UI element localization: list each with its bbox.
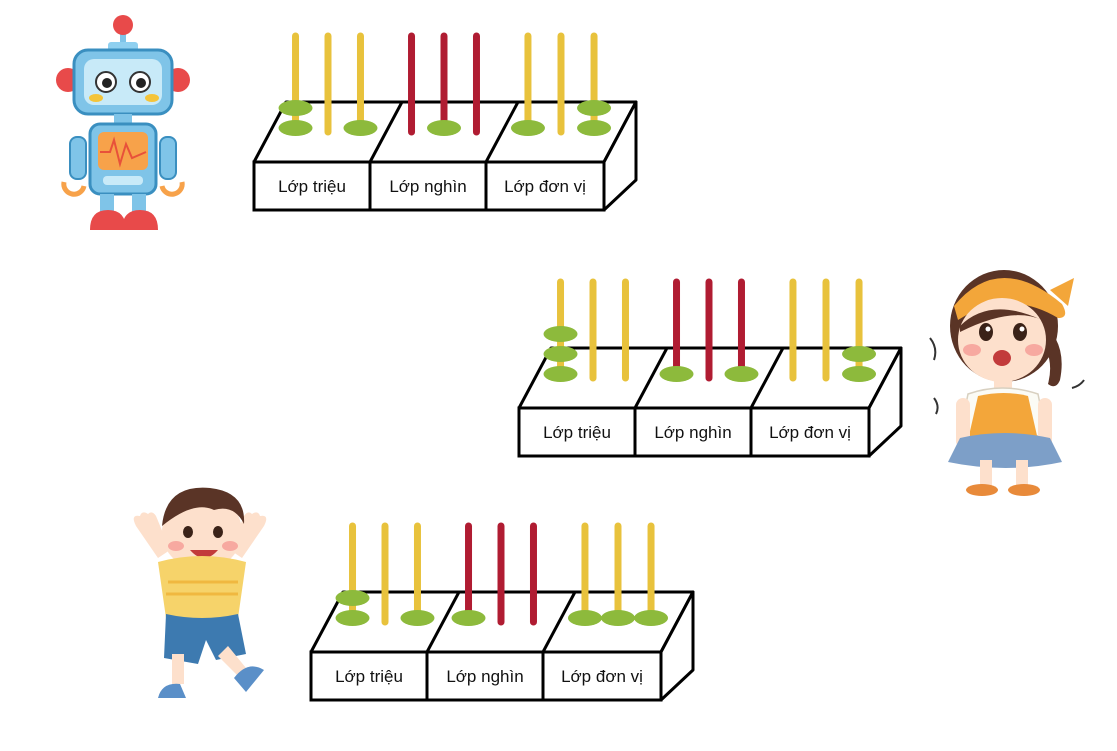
abacus-bead [842, 366, 877, 382]
abacus-boy: Lớp triệu Lớp nghìn Lớp đơn vị [303, 520, 703, 715]
abacus-bead [543, 366, 578, 382]
abacus-girl-drawing: Lớp triệu Lớp nghìn Lớp đơn vị [517, 278, 903, 458]
abacus-label: Lớp đơn vị [769, 423, 851, 442]
abacus-bead [335, 610, 370, 626]
abacus-bead [278, 120, 313, 136]
abacus-bead [634, 610, 669, 626]
abacus-top-divider [484, 101, 520, 163]
abacus-bead [659, 366, 694, 382]
girl-illustration [929, 270, 1085, 496]
abacus-label: Lớp nghìn [654, 423, 731, 442]
abacus-bead [343, 120, 378, 136]
abacus-bead [577, 120, 612, 136]
abacus-robot: Lớp triệu Lớp nghìn Lớp đơn vị [246, 30, 646, 225]
abacus-bead [724, 366, 759, 382]
abacus-bead [543, 346, 578, 362]
abacus-bead [451, 610, 486, 626]
abacus-bead [567, 610, 602, 626]
abacus-girl: Lớp triệu Lớp nghìn Lớp đơn vị [511, 276, 911, 471]
abacus-top-divider [749, 347, 785, 409]
abacus-bead [601, 610, 635, 626]
abacus-label: Lớp đơn vị [504, 177, 586, 196]
boy-illustration [133, 487, 267, 698]
abacus-boy-drawing: Lớp triệu Lớp nghìn Lớp đơn vị [309, 522, 695, 702]
abacus-label: Lớp nghìn [446, 667, 523, 686]
abacus-bead [427, 120, 461, 136]
abacus-top-divider [633, 347, 669, 409]
abacus-bead [842, 346, 877, 362]
abacus-robot-drawing: Lớp triệu Lớp nghìn Lớp đơn vị [252, 32, 638, 212]
abacus-top-divider [541, 591, 577, 653]
abacus-label: Lớp triệu [335, 667, 403, 686]
abacus-bead [400, 610, 435, 626]
abacus-bead [577, 100, 612, 116]
abacus-bead [335, 590, 370, 606]
abacus-bead [510, 120, 545, 136]
abacus-label: Lớp triệu [278, 177, 346, 196]
abacus-bead [278, 100, 313, 116]
abacus-bead [543, 326, 578, 342]
abacus-top-divider [368, 101, 404, 163]
abacus-label: Lớp triệu [543, 423, 611, 442]
abacus-label: Lớp đơn vị [561, 667, 643, 686]
abacus-label: Lớp nghìn [389, 177, 466, 196]
abacus-top-divider [425, 591, 461, 653]
robot-illustration [56, 15, 190, 230]
abacus-front-face [252, 160, 606, 212]
abacus-front-face [517, 406, 871, 458]
abacus-front-face [309, 650, 663, 702]
